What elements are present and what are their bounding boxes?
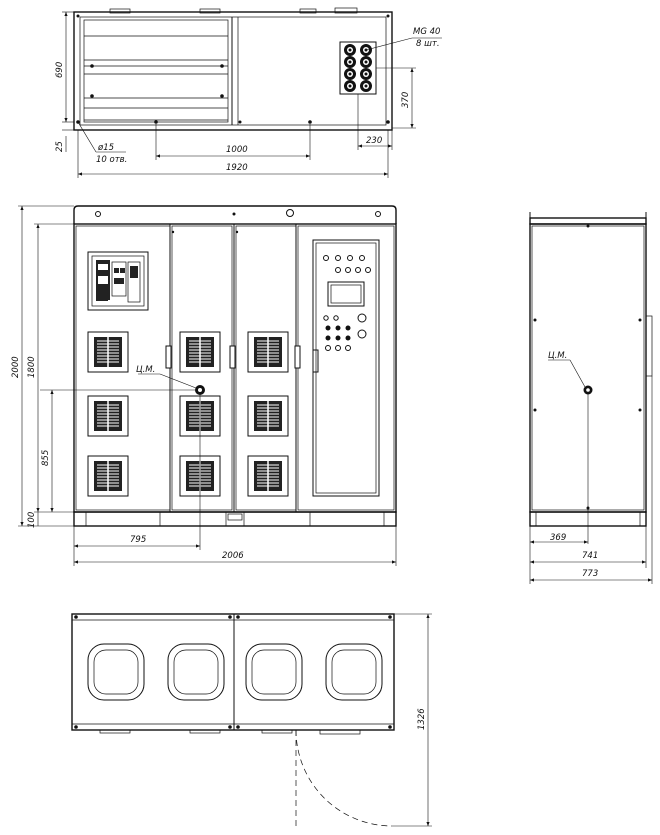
dim-front-cm-offset: 795 [130, 535, 146, 545]
dim-front-width: 2006 [222, 551, 244, 561]
dim-front-plinth: 100 [27, 512, 37, 528]
dim-top-base: 25 [55, 141, 65, 152]
front-view: Ц.М. 2000 1800 855 100 795 2006 [11, 205, 397, 566]
dim-front-total-height: 2000 [11, 356, 21, 378]
dim-side-cm-offset: 369 [550, 533, 566, 543]
dim-front-cm-height: 855 [41, 450, 51, 466]
dim-front-body-height: 1800 [27, 356, 37, 378]
dim-bottom-door-swing: 1326 [417, 708, 427, 730]
dim-gland-height: 370 [401, 92, 411, 108]
bottom-view: 1326 [71, 613, 432, 827]
dim-side-depth-total: 773 [582, 569, 598, 579]
gland-count: 8 шт. [416, 39, 440, 49]
hole-label: ø15 [97, 143, 114, 153]
dim-top-center: 1000 [226, 145, 248, 155]
dim-side-depth: 741 [582, 551, 598, 561]
gland-label: MG 40 [413, 27, 440, 37]
side-view: Ц.М. 369 741 773 [529, 212, 653, 584]
side-cm-label: Ц.М. [548, 351, 567, 361]
dim-top-depth: 690 [55, 62, 65, 78]
dim-gland-offset: 230 [366, 136, 382, 146]
dim-top-width: 1920 [226, 163, 248, 173]
hole-count: 10 отв. [96, 155, 127, 165]
top-view: MG 40 8 шт. ø15 10 отв. 690 25 1000 1920… [55, 7, 442, 178]
front-cm-label: Ц.М. [136, 365, 155, 375]
